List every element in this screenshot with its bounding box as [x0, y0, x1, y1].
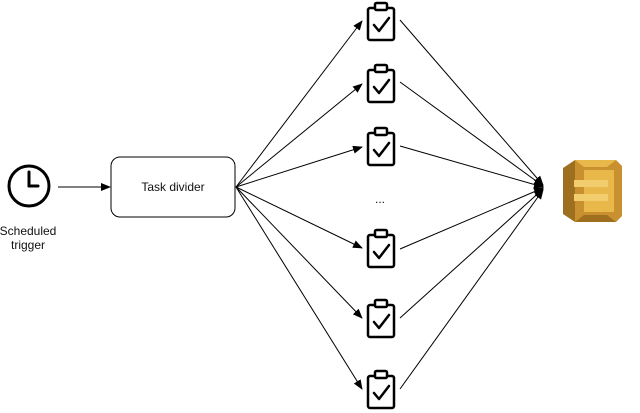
aws-sqs-icon: [563, 160, 622, 222]
clock-icon: [7, 164, 51, 208]
fan-in-arrow: [399, 145, 544, 189]
fan-out-arrow: [235, 186, 363, 249]
clipboard-check-icon: [366, 126, 396, 167]
fan-out-arrows: [235, 20, 363, 390]
task-divider-box: Task divider: [110, 156, 236, 218]
fan-in-arrow: [399, 19, 544, 186]
trigger-label-line2: trigger: [11, 238, 45, 252]
fan-out-arrow: [235, 20, 363, 188]
fan-in-arrow: [399, 81, 544, 187]
task-divider-label: Task divider: [141, 180, 204, 194]
fan-out-arrow: [235, 186, 363, 319]
trigger-label-line1: Scheduled: [0, 224, 56, 238]
fan-in-arrow: [399, 189, 544, 390]
clipboard-check-icon: [366, 63, 396, 104]
clipboard-check-icon: [366, 228, 396, 269]
clipboard-check-icon: [366, 1, 396, 42]
fan-in-arrow: [399, 188, 544, 319]
tasks-ellipsis: ...: [375, 192, 385, 206]
clipboard-check-icon: [366, 298, 396, 339]
fan-out-arrow: [235, 186, 363, 390]
fan-in-arrow: [399, 187, 544, 250]
fan-out-arrow: [235, 145, 363, 188]
fan-out-arrow: [235, 83, 363, 188]
clipboard-check-icon: [366, 369, 396, 410]
fan-in-arrows: [399, 19, 544, 390]
